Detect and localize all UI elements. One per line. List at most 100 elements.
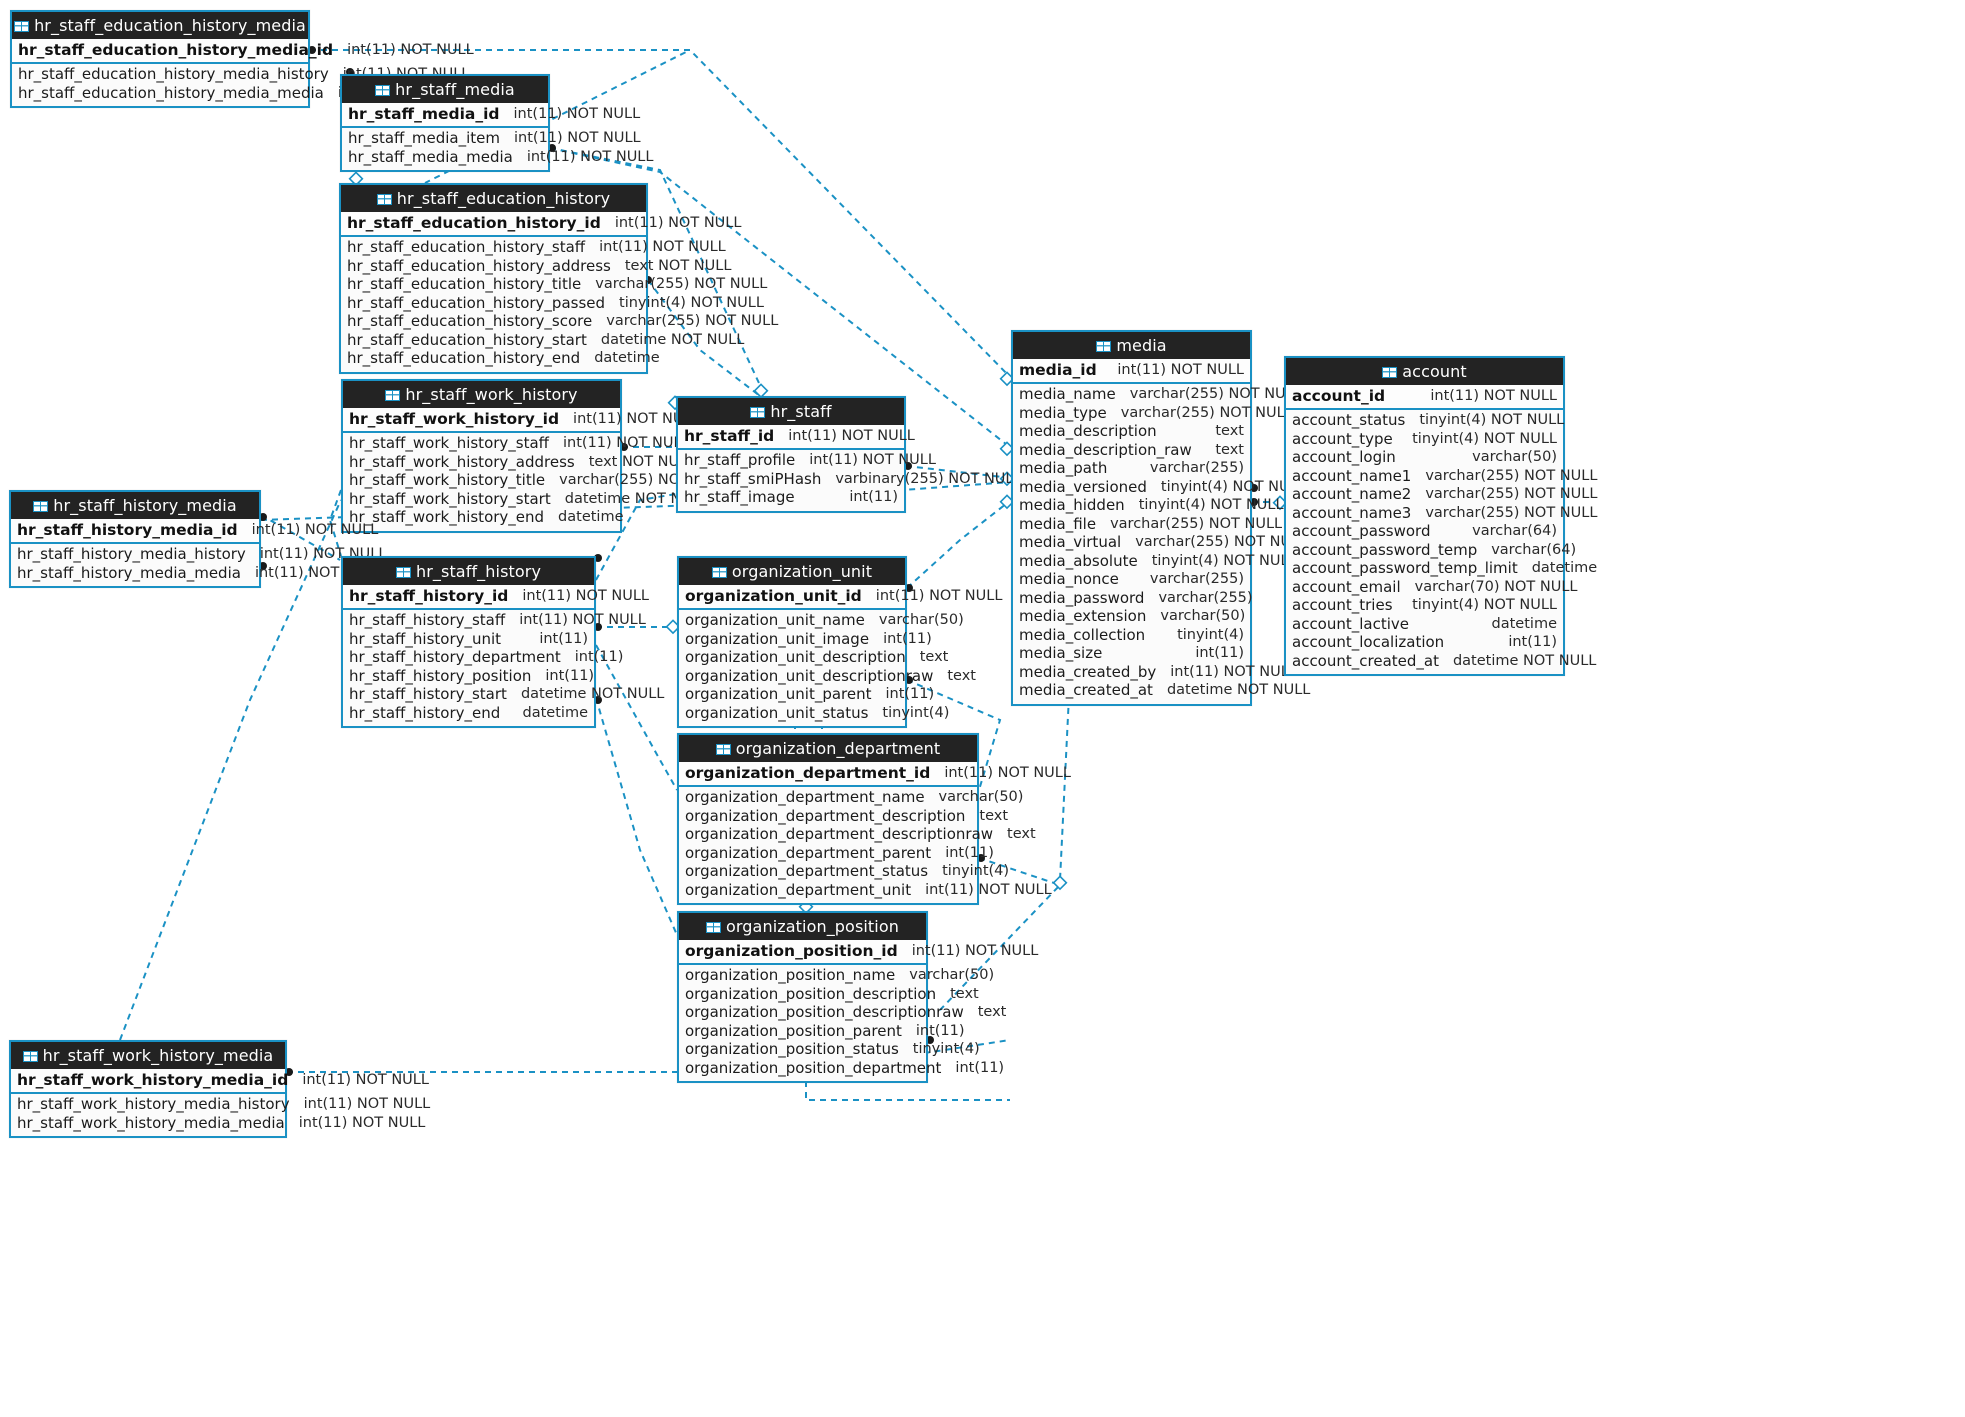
table-header-hr_staff_education_history_media[interactable]: hr_staff_education_history_media [12, 12, 308, 39]
table-header-hr_staff_education_history[interactable]: hr_staff_education_history [341, 185, 646, 212]
column-row[interactable]: hr_staff_education_history_media_mediain… [12, 84, 464, 104]
table-header-organization_position[interactable]: organization_position [679, 913, 926, 940]
table-header-media[interactable]: media [1013, 332, 1250, 359]
table-header-hr_staff[interactable]: hr_staff [678, 398, 904, 425]
table-header-hr_staff_work_history[interactable]: hr_staff_work_history [343, 381, 620, 408]
table-header-hr_staff_history[interactable]: hr_staff_history [343, 558, 594, 585]
table-header-hr_staff_media[interactable]: hr_staff_media [342, 76, 548, 103]
table-header-hr_staff_history_media[interactable]: hr_staff_history_media [11, 492, 259, 519]
table-header-account[interactable]: account [1286, 358, 1563, 385]
table-header-organization_department[interactable]: organization_department [679, 735, 977, 762]
